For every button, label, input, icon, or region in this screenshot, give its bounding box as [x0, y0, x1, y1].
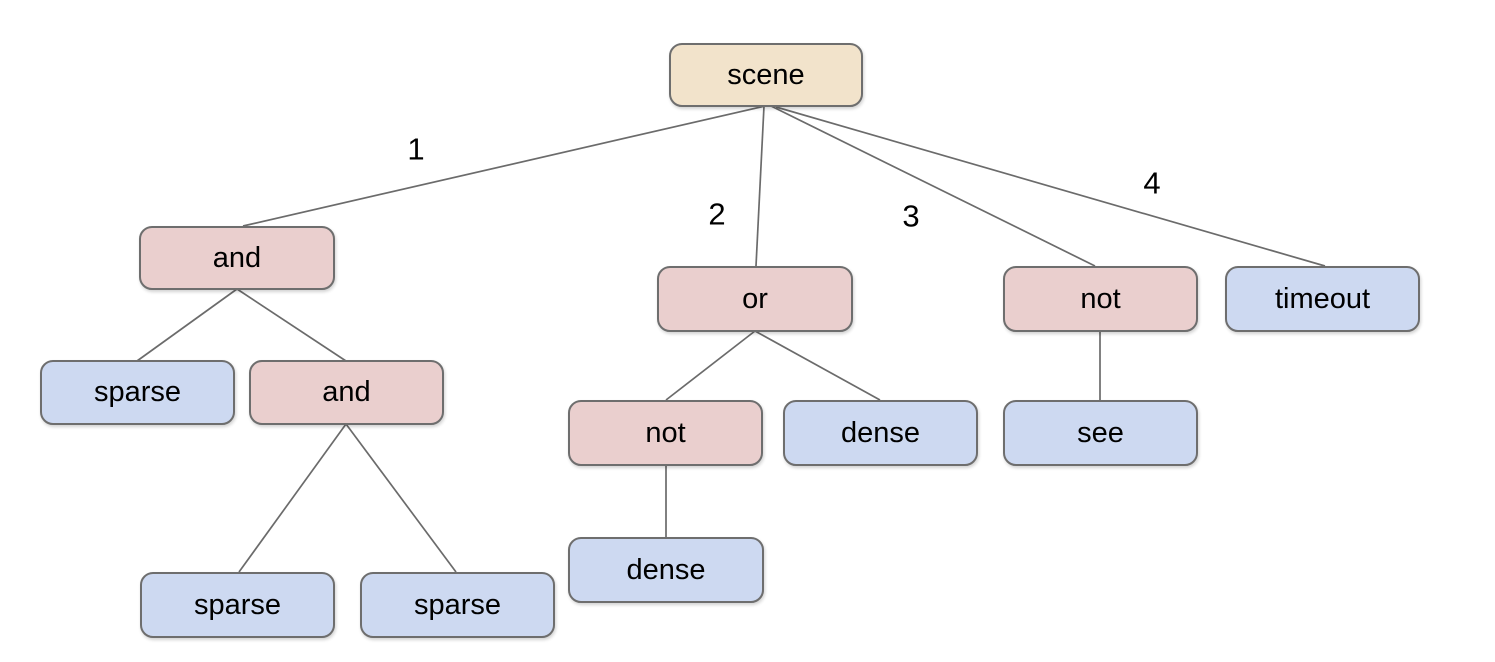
edge-and1-and2 — [236, 288, 347, 362]
tree-node-or1: or — [657, 266, 853, 332]
edge-label-2: 2 — [708, 196, 726, 232]
edge-scene-or1 — [755, 105, 765, 267]
edge-scene-and1 — [242, 105, 766, 227]
tree-node-label: sparse — [93, 376, 182, 408]
edge-label-1: 1 — [407, 131, 425, 167]
tree-node-label: sparse — [193, 588, 282, 621]
tree-node-not2: not — [568, 400, 763, 466]
edge-and2-sparse2 — [238, 423, 347, 573]
tree-node-dense1: dense — [783, 400, 978, 466]
tree-node-label: not — [645, 416, 686, 449]
tree-node-label: timeout — [1274, 282, 1371, 315]
edge-and2-sparse3 — [345, 423, 457, 573]
tree-node-and2: and — [249, 360, 444, 425]
tree-node-dense2: dense — [568, 537, 764, 603]
edge-and1-sparse1 — [136, 288, 238, 362]
edge-label-3: 3 — [902, 198, 920, 234]
tree-node-label: see — [1077, 416, 1124, 449]
tree-node-label: and — [322, 376, 371, 408]
edge-scene-timeout — [775, 106, 1326, 267]
edge-or1-not2 — [665, 330, 756, 401]
tree-node-scene: scene — [669, 43, 863, 107]
tree-node-label: and — [212, 241, 262, 274]
tree-node-and1: and — [139, 226, 335, 290]
tree-node-timeout: timeout — [1225, 266, 1420, 332]
tree-node-label: scene — [727, 58, 805, 91]
edge-scene-not1 — [770, 105, 1096, 267]
tree-node-sparse3: sparse — [360, 572, 555, 638]
tree-node-label: not — [1080, 282, 1121, 315]
tree-node-label: dense — [626, 553, 706, 586]
tree-node-sparse2: sparse — [140, 572, 335, 638]
edge-or1-dense1 — [754, 330, 881, 401]
tree-node-see: see — [1003, 400, 1198, 466]
tree-node-sparse1: sparse — [40, 360, 235, 425]
edge-label-4: 4 — [1143, 165, 1161, 201]
tree-node-label: or — [742, 282, 768, 315]
tree-node-label: sparse — [413, 588, 502, 621]
tree-node-not1: not — [1003, 266, 1198, 332]
tree-node-label: dense — [840, 416, 920, 449]
